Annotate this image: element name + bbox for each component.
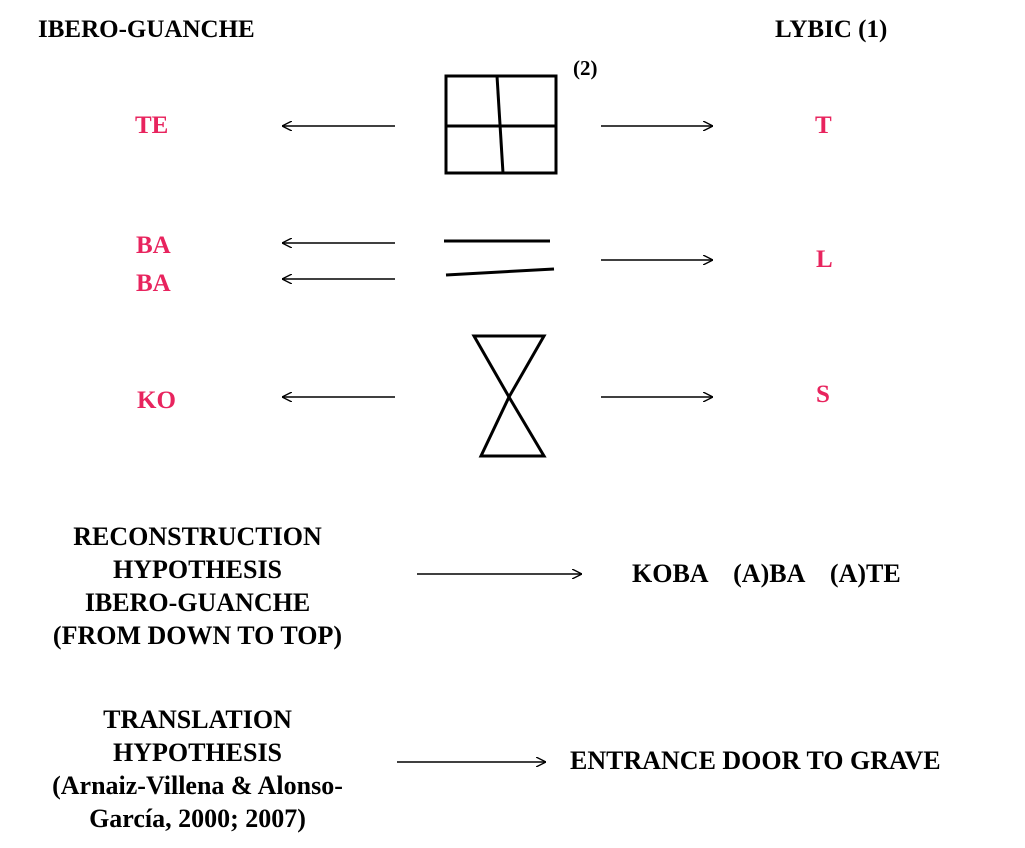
lybic-letter-s: S xyxy=(816,381,830,408)
lybic-header: LYBIC (1) xyxy=(775,16,888,43)
translation-hypothesis-label: TRANSLATION HYPOTHESIS (Arnaiz-Villena &… xyxy=(15,703,380,835)
translation-label-line-4: García, 2000; 2007) xyxy=(89,804,306,833)
reconstruction-label-line-2: HYPOTHESIS xyxy=(112,555,283,584)
reconstruction-result: KOBA (A)BA (A)TE xyxy=(632,559,901,588)
reconstruction-label-line-1: RECONSTRUCTION xyxy=(73,522,322,551)
ibero-syllable-te: TE xyxy=(135,112,169,139)
reconstruction-label-line-4: (FROM DOWN TO TOP) xyxy=(52,621,343,650)
lybic-letter-t: T xyxy=(815,112,832,139)
ibero-syllable-ba-1: BA xyxy=(136,232,171,259)
ibero-guanche-header: IBERO-GUANCHE xyxy=(38,16,255,43)
translation-label-line-3: (Arnaiz-Villena & Alonso- xyxy=(52,771,343,800)
ibero-syllable-ko: KO xyxy=(137,387,176,414)
lybic-letter-l: L xyxy=(816,246,833,273)
reconstruction-hypothesis-label: RECONSTRUCTION HYPOTHESIS IBERO-GUANCHE … xyxy=(20,520,375,652)
square-cross-glyph xyxy=(444,74,558,175)
translation-label-line-2: HYPOTHESIS xyxy=(112,738,283,767)
note-marker: (2) xyxy=(573,56,598,80)
translation-result: ENTRANCE DOOR TO GRAVE xyxy=(570,746,941,775)
reconstruction-label-line-3: IBERO-GUANCHE xyxy=(84,588,311,617)
translation-label-line-1: TRANSLATION xyxy=(103,705,292,734)
ibero-syllable-ba-2: BA xyxy=(136,270,171,297)
double-line-glyph xyxy=(444,239,555,277)
hourglass-glyph xyxy=(471,334,547,458)
